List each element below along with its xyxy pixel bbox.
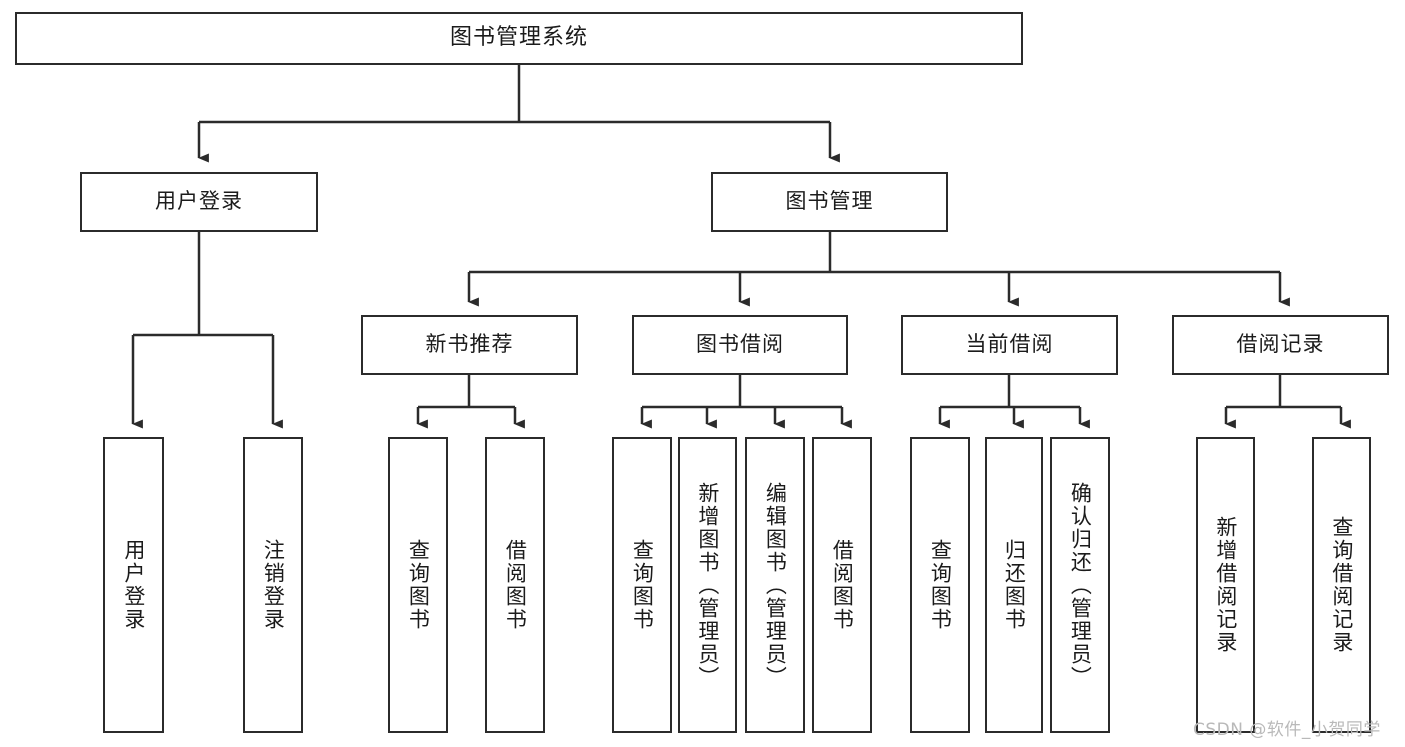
leaf-label: 归还图书 — [1002, 539, 1027, 631]
leaf-label: 借阅图书 — [503, 539, 528, 631]
node-leaf-query-book-1[interactable]: 查询图书 — [388, 437, 448, 733]
node-leaf-user-login[interactable]: 用户登录 — [103, 437, 164, 733]
leaf-label: 编辑图书（管理员） — [763, 481, 788, 689]
leaf-label: 用户登录 — [121, 539, 146, 631]
node-leaf-user-logout[interactable]: 注销登录 — [243, 437, 303, 733]
node-leaf-add-record[interactable]: 新增借阅记录 — [1196, 437, 1255, 733]
leaf-label: 新增图书（管理员） — [695, 481, 720, 689]
node-leaf-borrow-book-1[interactable]: 借阅图书 — [485, 437, 545, 733]
leaf-label: 新增借阅记录 — [1213, 516, 1238, 654]
leaf-label: 查询图书 — [928, 539, 953, 631]
node-leaf-query-record[interactable]: 查询借阅记录 — [1312, 437, 1371, 733]
node-leaf-confirm-return[interactable]: 确认归还（管理员） — [1050, 437, 1110, 733]
node-leaf-edit-book[interactable]: 编辑图书（管理员） — [745, 437, 805, 733]
node-leaf-borrow-book-2[interactable]: 借阅图书 — [812, 437, 872, 733]
csdn-watermark: CSDN @软件_小贺同学 — [1193, 720, 1381, 740]
node-current-borrow[interactable]: 当前借阅 — [901, 315, 1118, 375]
leaf-label: 注销登录 — [261, 539, 286, 631]
node-new-book-recommend[interactable]: 新书推荐 — [361, 315, 578, 375]
leaf-label: 查询图书 — [406, 539, 431, 631]
leaf-label: 查询图书 — [630, 539, 655, 631]
node-book-manage[interactable]: 图书管理 — [711, 172, 948, 232]
leaf-label: 确认归还（管理员） — [1068, 481, 1093, 689]
node-leaf-add-book[interactable]: 新增图书（管理员） — [678, 437, 737, 733]
node-leaf-return-book[interactable]: 归还图书 — [985, 437, 1043, 733]
leaf-label: 借阅图书 — [830, 539, 855, 631]
node-borrow-record[interactable]: 借阅记录 — [1172, 315, 1389, 375]
node-leaf-query-book-3[interactable]: 查询图书 — [910, 437, 970, 733]
node-leaf-query-book-2[interactable]: 查询图书 — [612, 437, 672, 733]
node-root-book-management-system[interactable]: 图书管理系统 — [15, 12, 1023, 65]
leaf-label: 查询借阅记录 — [1329, 516, 1354, 654]
node-book-borrow[interactable]: 图书借阅 — [632, 315, 848, 375]
node-user-login[interactable]: 用户登录 — [80, 172, 318, 232]
